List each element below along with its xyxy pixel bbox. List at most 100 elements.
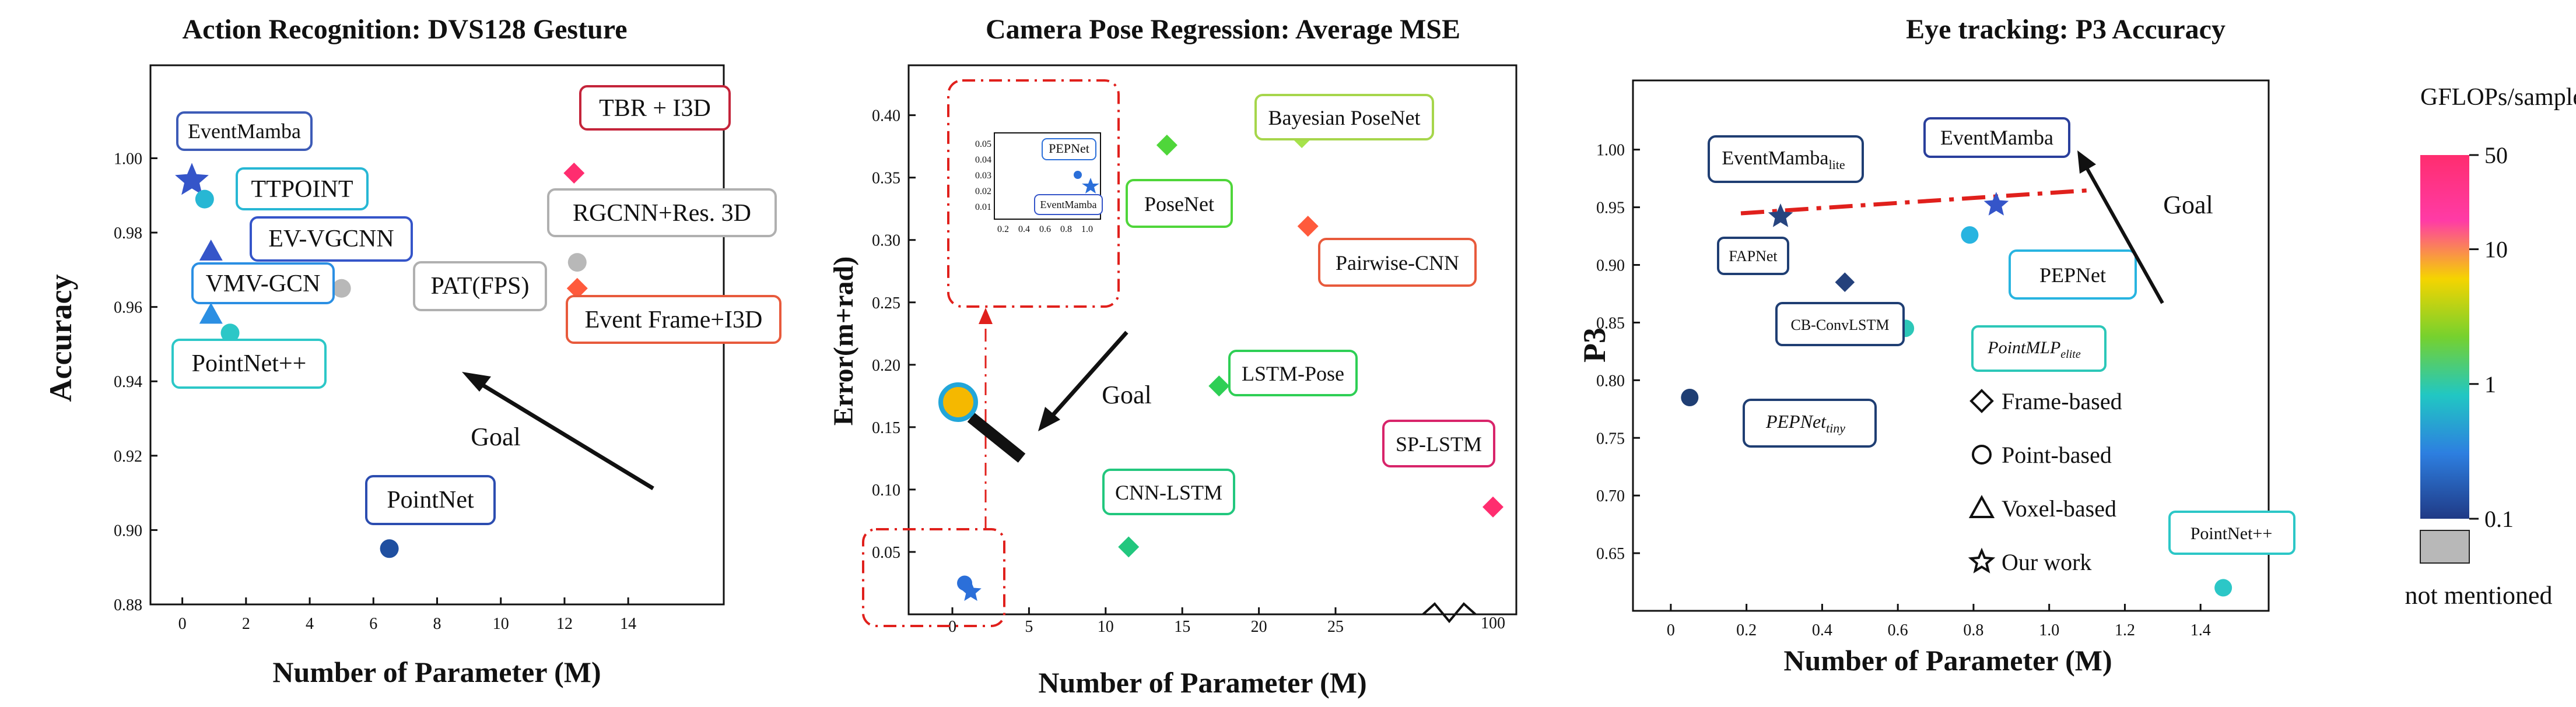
panel3-x-tick-label: 0.2 (1736, 621, 1757, 639)
panel3-y-tick-label: 0.85 (1596, 314, 1625, 332)
panel1-title: Action Recognition: DVS128 Gesture (182, 14, 627, 45)
panel1-y-tick-label: 0.96 (114, 299, 142, 317)
panel3-y-tick-label: 0.90 (1596, 257, 1625, 275)
panel3-goal-text: Goal (2163, 191, 2213, 219)
label-box-pairwise-cnn: Pairwise-CNN (1318, 238, 1477, 287)
svg-text:TTPOINT: TTPOINT (251, 176, 353, 203)
panel2-goal-text: Goal (1102, 381, 1152, 409)
panel2-y-label: Error(m+rad) (828, 256, 859, 425)
panel2-x-tick-label: 25 (1327, 618, 1344, 636)
svg-text:SP-LSTM: SP-LSTM (1396, 432, 1482, 456)
panel2-y-tick-label: 0.30 (872, 232, 900, 250)
panel-camera-pose: Camera Pose Regression: Average MSE 0.05… (828, 14, 1517, 699)
panel1-x-tick-label: 14 (620, 615, 636, 633)
panel2-x-tick-label: 0 (948, 618, 956, 636)
point-eventmamba (1983, 192, 2009, 216)
legend-marker-point-based (1972, 445, 1992, 465)
panel3-y-tick-label: 0.95 (1596, 199, 1625, 217)
svg-text:EventMamba: EventMamba (1940, 126, 2053, 149)
panel3-title: Eye tracking: P3 Accuracy (1906, 14, 2225, 45)
label-box-vmv-gcn: VMV-GCN (191, 262, 335, 304)
panel3-y-tick-label: 0.80 (1596, 372, 1625, 390)
panel2-x-label: Number of Parameter (M) (1038, 666, 1366, 699)
panel1-y-tick-label: 1.00 (114, 150, 142, 168)
panel1-y-tick-label: 0.94 (114, 373, 142, 391)
panel1-y-tick-label: 0.90 (114, 522, 142, 540)
inset-x-tick-label: 0.2 (997, 224, 1009, 234)
panel-action-recognition: Action Recognition: DVS128 Gesture 0.880… (43, 14, 781, 688)
colorbar-gradient (2420, 155, 2469, 519)
label-box-event-frame-i3d: Event Frame+I3D (566, 295, 781, 344)
inset-y-tick-label: 0.03 (975, 171, 991, 181)
svg-text:CB-ConvLSTM: CB-ConvLSTM (1790, 316, 1889, 333)
label-box-sp-lstm: SP-LSTM (1382, 420, 1495, 467)
inset-y-tick-label: 0.05 (975, 139, 991, 149)
panel-eye-tracking: Eye tracking: P3 Accuracy 0.650.700.750.… (1577, 14, 2295, 677)
point-eventmamba-lite (1768, 203, 1793, 227)
svg-text:FAPNet: FAPNet (1729, 248, 1778, 265)
panel3-y-tick-label: 0.70 (1596, 487, 1625, 505)
panel3-y-tick-label: 0.75 (1596, 430, 1625, 448)
point-cnn-lstm (1118, 536, 1140, 558)
inset-x-tick-label: 1.0 (1081, 224, 1093, 234)
panel2-goal-arrow (1038, 330, 1128, 431)
inset-box (947, 79, 1120, 308)
label-box-eventmamba: EventMamba (176, 111, 313, 151)
point-pointnet (380, 539, 399, 558)
panel3-y-ticks: 0.650.700.750.800.850.900.951.00 (1596, 142, 1640, 563)
colorbar-tick-label: 50 (2484, 142, 2508, 168)
panel2-y-tick-label: 0.15 (872, 419, 900, 437)
svg-text:Bayesian PoseNet: Bayesian PoseNet (1268, 106, 1421, 129)
svg-text:VMV-GCN: VMV-GCN (206, 270, 321, 297)
point-eventmamba (175, 163, 209, 195)
svg-text:RGCNN+Res. 3D: RGCNN+Res. 3D (573, 200, 751, 227)
panel3-x-label: Number of Parameter (M) (1783, 644, 2112, 677)
svg-text:CNN-LSTM: CNN-LSTM (1115, 481, 1222, 504)
panel1-x-tick-label: 8 (433, 615, 441, 633)
svg-text:EventMamba: EventMamba (188, 119, 301, 143)
point-ev-vgcnn (199, 239, 223, 261)
panel2-x-tick-100: 100 (1481, 614, 1505, 632)
point-vmv-gcn (199, 303, 223, 324)
panel2-x-tick-label: 10 (1098, 618, 1114, 636)
panel1-y-tick-label: 0.98 (114, 224, 142, 242)
label-box-pepnet-p3: PEPNet (2009, 249, 2137, 300)
not-mentioned-swatch (2420, 530, 2470, 564)
inset-point-eventmamba (1082, 178, 1099, 194)
svg-text:Pairwise-CNN: Pairwise-CNN (1336, 251, 1459, 275)
point-lstm-pose (1208, 375, 1230, 397)
panel2-y-tick-label: 0.35 (872, 170, 900, 188)
zoom-connector-arrowhead (979, 308, 993, 324)
svg-text:PEPNet: PEPNet (1049, 141, 1089, 156)
label-box-pointmlp-elite: PointMLPelite (1971, 325, 2107, 372)
label-box-rgcnn: RGCNN+Res. 3D (547, 188, 777, 237)
legend-marker-frame-based (1969, 389, 1994, 413)
panel3-x-tick-label: 0.8 (1963, 621, 1983, 639)
inset-label-eventmamba (1034, 194, 1103, 215)
inset-x-tick-label: 0.6 (1039, 224, 1051, 234)
legend-marker-our-work (1968, 547, 1996, 574)
label-box-tbr-i3d: TBR + I3D (579, 85, 731, 131)
panel2-y-ticks: 0.050.100.150.200.250.300.350.40 (872, 107, 916, 562)
legend-marker-voxel-based (1968, 495, 1995, 518)
point-pairwise-cnn (1297, 216, 1319, 237)
inset-x-tick-label: 0.4 (1018, 224, 1030, 234)
panel3-x-tick-label: 1.0 (2039, 621, 2059, 639)
panel1-x-tick-label: 4 (306, 615, 314, 633)
panel1-x-label: Number of Parameter (M) (272, 656, 601, 688)
panel3-frame (1632, 79, 2270, 612)
legend-label-point-based: Point-based (2002, 442, 2112, 468)
panel1-points (175, 163, 588, 558)
panel1-x-tick-label: 6 (369, 615, 377, 633)
point-posenet (1156, 135, 1177, 156)
not-mentioned-label: not mentioned (2405, 581, 2553, 610)
zoom-source-box (862, 528, 1005, 627)
label-box-eventmamba-p3: EventMamba (1923, 117, 2070, 158)
point-pepnet-tiny (1681, 389, 1699, 407)
